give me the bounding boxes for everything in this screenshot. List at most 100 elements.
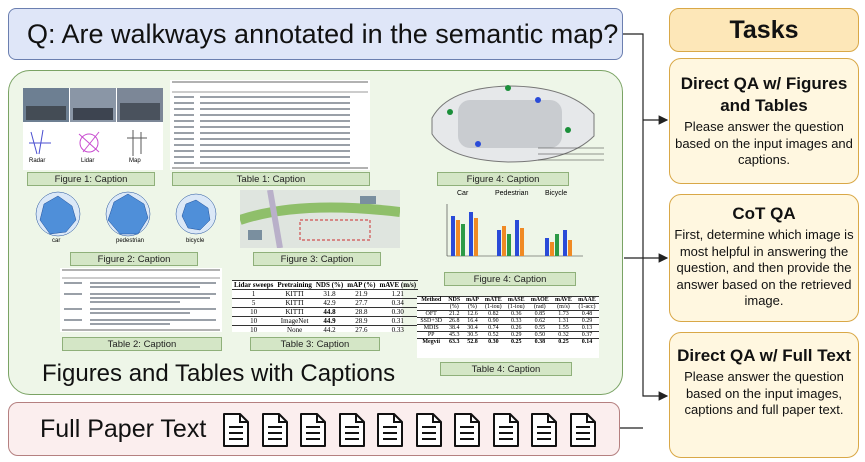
document-icon xyxy=(261,412,289,448)
figures-panel-title: Figures and Tables with Captions xyxy=(42,360,396,387)
table-2-caption: Table 2: Caption xyxy=(62,337,222,351)
table-cell: 27.7 xyxy=(345,298,378,308)
table-1-thumbnail xyxy=(170,80,370,170)
figure-1-caption: Figure 1: Caption xyxy=(27,172,155,186)
document-icon xyxy=(376,412,404,448)
table-cell: 38.4 xyxy=(445,324,464,332)
table-cell: 10 xyxy=(232,307,276,317)
question-box: Q: Are walkways annotated in the semanti… xyxy=(8,8,623,60)
table-cell: 0.55 xyxy=(527,324,552,332)
table-3: Lidar sweeps Pretraining NDS (%) mAP (%)… xyxy=(232,280,419,334)
table-cell: KITTI xyxy=(275,289,314,299)
table-3-header: Pretraining xyxy=(275,280,314,290)
table-cell: (m/s) xyxy=(551,303,576,311)
fig2-label-bicycle: bicycle xyxy=(186,238,205,244)
document-icon xyxy=(453,412,481,448)
task-card-cot-qa: CoT QA First, determine which image is m… xyxy=(669,194,859,322)
figure-2-thumbnail: car pedestrian bicycle xyxy=(28,190,218,248)
table-cell: 1.31 xyxy=(551,317,576,325)
table-cell: 28.9 xyxy=(345,316,378,326)
full-text-label: Full Paper Text xyxy=(40,415,207,443)
figure-3-thumbnail xyxy=(238,189,401,249)
table-cell: 0.82 xyxy=(481,310,505,318)
table-cell: 63.3 xyxy=(445,338,464,345)
fig2-label-car: car xyxy=(52,238,61,244)
figure-2-image xyxy=(35,191,217,237)
table-cell: PP xyxy=(417,331,446,339)
table-cell: 1.55 xyxy=(551,324,576,332)
table-cell: 28.8 xyxy=(345,307,378,317)
fig4b-title-bicycle: Bicycle xyxy=(545,190,568,197)
document-icon xyxy=(222,412,250,448)
tasks-header-label: Tasks xyxy=(729,15,799,44)
tasks-header: Tasks xyxy=(669,8,859,52)
document-icon xyxy=(338,412,366,448)
task-card-direct-qa-figures: Direct QA w/ Figures and Tables Please a… xyxy=(669,58,859,184)
table-cell: 0.52 xyxy=(481,331,505,339)
table-cell: (1-iou) xyxy=(504,303,528,311)
table-cell: 0.48 xyxy=(575,310,599,318)
figure-1-thumbnail: Radar Lidar Map xyxy=(23,88,163,170)
figure-1-image xyxy=(23,88,163,156)
task-title: Direct QA w/ Full Text xyxy=(677,346,851,365)
table-3-header: Lidar sweeps xyxy=(232,280,276,290)
table-cell: None xyxy=(275,325,314,334)
fig4b-title-pedestrian: Pedestrian xyxy=(495,190,529,197)
table-cell: 0.36 xyxy=(504,310,528,318)
table-4-header: mAP xyxy=(463,296,482,304)
table-cell: 1.21 xyxy=(377,289,419,299)
table-cell: 44.9 xyxy=(313,316,346,326)
task-description: Please answer the question based on the … xyxy=(684,369,844,417)
table-cell: 0.31 xyxy=(377,316,419,326)
table-cell: 42.9 xyxy=(313,298,346,308)
table-cell: 0.74 xyxy=(481,324,505,332)
table-cell: 0.26 xyxy=(504,324,528,332)
table-4-header: NDS xyxy=(445,296,464,304)
table-cell: 1.73 xyxy=(551,310,576,318)
table-cell: 0.37 xyxy=(575,331,599,339)
table-3-thumbnail: Lidar sweeps Pretraining NDS (%) mAP (%)… xyxy=(232,280,419,334)
fig1-label-map: Map xyxy=(129,158,141,164)
table-cell: 0.85 xyxy=(527,310,552,318)
table-1-caption: Table 1: Caption xyxy=(172,172,370,186)
document-icon xyxy=(492,412,520,448)
table-cell: 1 xyxy=(232,289,276,299)
document-icon xyxy=(569,412,597,448)
table-row: (%)(%)(1-iou)(1-iou)(rad)(m/s)(1-acc) xyxy=(417,303,599,311)
table-2-image xyxy=(62,269,220,331)
fig2-label-pedestrian: pedestrian xyxy=(116,238,145,244)
table-cell: (rad) xyxy=(527,303,552,311)
document-icon xyxy=(415,412,443,448)
table-cell: 0.33 xyxy=(504,317,528,325)
figure-3-caption: Figure 3: Caption xyxy=(253,252,381,266)
table-cell: MDIS xyxy=(417,324,446,332)
table-cell: 31.8 xyxy=(313,289,346,299)
table-cell: ImageNet xyxy=(275,316,314,326)
table-4-header: Method xyxy=(417,296,446,304)
table-cell: 0.29 xyxy=(575,317,599,325)
table-cell: 30.4 xyxy=(463,324,482,332)
table-cell: KITTI xyxy=(275,307,314,317)
table-cell: 10 xyxy=(232,325,276,334)
figure-4b-image xyxy=(446,204,583,257)
table-2-thumbnail xyxy=(60,268,222,332)
table-cell: 0.34 xyxy=(377,298,419,308)
table-cell: 45.3 xyxy=(445,331,464,339)
table-cell: 44.8 xyxy=(313,307,346,317)
figure-4a-image xyxy=(431,85,604,163)
table-cell: 30.5 xyxy=(463,331,482,339)
table-cell: 10 xyxy=(232,316,276,326)
figure-4b-thumbnail: Car Pedestrian Bicycle xyxy=(435,190,585,266)
figure-3-image xyxy=(238,189,401,249)
table-cell: 0.25 xyxy=(551,338,576,345)
table-cell: 0.13 xyxy=(575,324,599,332)
table-cell: 0.29 xyxy=(504,331,528,339)
table-cell: 0.32 xyxy=(551,331,576,339)
